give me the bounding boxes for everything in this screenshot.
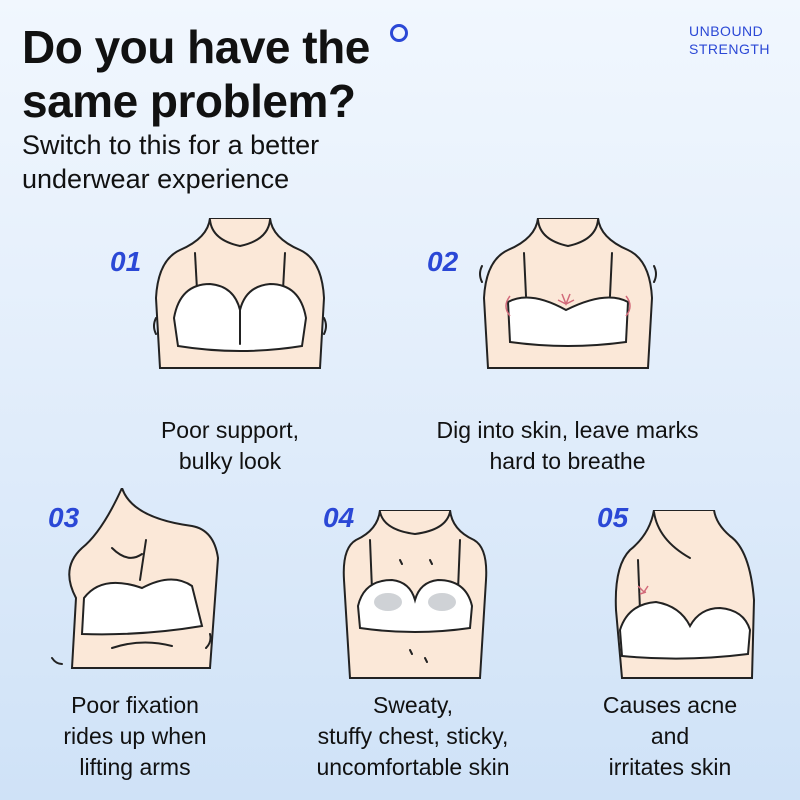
caption-03-line-2: rides up when	[63, 723, 207, 749]
caption-04-line-1: Sweaty,	[372, 692, 454, 718]
item-number-05: 05	[597, 502, 629, 533]
subtitle-line-1: Switch to this for a better	[22, 130, 320, 160]
illustration-acne	[614, 510, 756, 679]
caption-04-line-2: stuffy chest, sticky,	[317, 723, 509, 749]
caption-05-line-3: irritates skin	[608, 754, 732, 780]
caption-03-line-3: lifting arms	[79, 754, 191, 780]
caption-04-line-3: uncomfortable skin	[316, 754, 510, 780]
brand-line-1: UNBOUND	[689, 23, 764, 39]
brand-line-2: STRENGTH	[689, 41, 770, 57]
circle-accent-icon	[390, 24, 408, 42]
caption-03: Poor fixation rides up when lifting arms	[30, 690, 240, 783]
caption-01: Poor support, bulky look	[130, 415, 330, 477]
item-number-04: 04	[323, 502, 355, 533]
caption-05: Causes acne and irritates skin	[565, 690, 775, 783]
illustration-poor-support	[153, 218, 327, 369]
title-line-1: Do you have the	[22, 21, 370, 73]
caption-05-line-2: and	[650, 723, 690, 749]
item-number-02: 02	[427, 246, 459, 277]
caption-04: Sweaty, stuffy chest, sticky, uncomforta…	[288, 690, 538, 783]
item-number-03: 03	[48, 502, 80, 533]
illustration-sweaty	[342, 510, 488, 679]
brand-logo: UNBOUND STRENGTH	[689, 22, 770, 58]
page-title: Do you have the same problem?	[22, 20, 442, 128]
page-subtitle: Switch to this for a better underwear ex…	[22, 128, 402, 196]
caption-01-line-2: bulky look	[178, 448, 282, 474]
subtitle-line-2: underwear experience	[22, 164, 290, 194]
illustration-poor-fixation	[51, 488, 220, 669]
title-line-2: same problem?	[22, 75, 356, 127]
illustration-dig-into-skin	[479, 218, 657, 369]
caption-05-line-1: Causes acne	[602, 692, 738, 718]
caption-01-line-1: Poor support,	[160, 417, 300, 443]
caption-02: Dig into skin, leave marks hard to breat…	[400, 415, 735, 477]
item-number-01: 01	[110, 246, 142, 277]
caption-02-line-1: Dig into skin, leave marks	[436, 417, 699, 443]
caption-03-line-1: Poor fixation	[71, 692, 199, 718]
caption-02-line-2: hard to breathe	[489, 448, 646, 474]
